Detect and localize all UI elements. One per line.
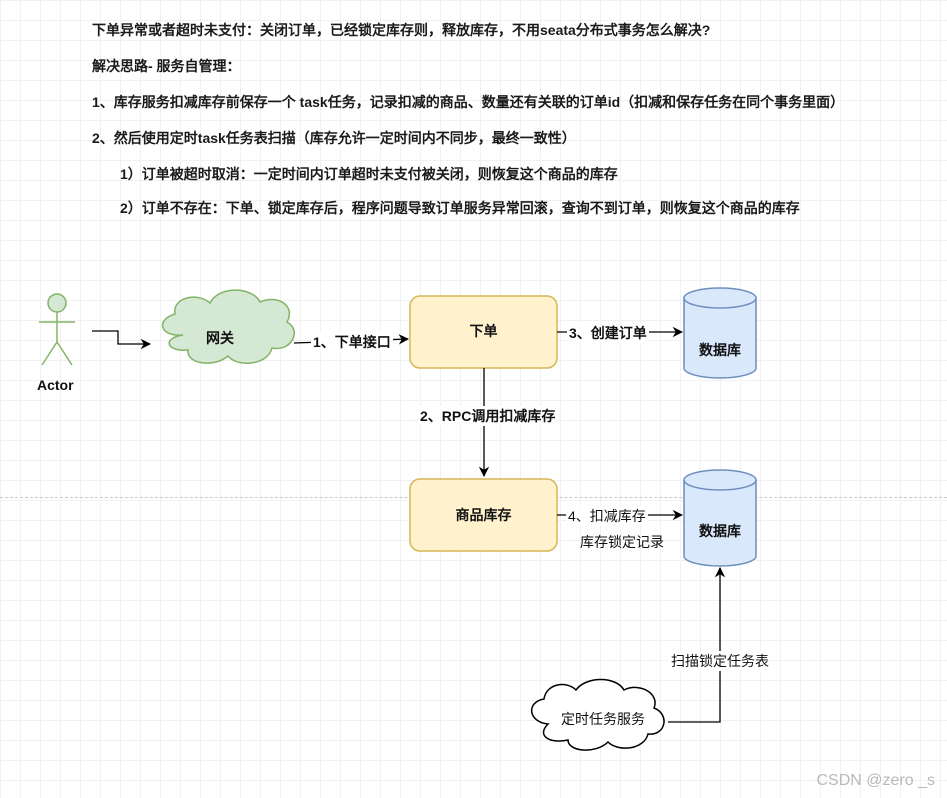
watermark: CSDN @zero _s [816, 772, 936, 789]
note-case-missing: 2）订单不存在：下单、锁定库存后，程序问题导致订单服务异常回滚，查询不到订单，则… [120, 200, 800, 216]
gateway-cloud [161, 289, 295, 364]
edge-label-scan-table: 扫描锁定任务表 [669, 651, 771, 671]
db-bottom-cylinder [683, 469, 757, 567]
scheduler-cloud [531, 678, 665, 751]
edge-actor-gateway [92, 330, 152, 350]
note-problem: 下单异常或者超时未支付：关闭订单，已经锁定库存则，释放库存，不用seata分布式… [92, 22, 711, 38]
note-case-timeout: 1）订单被超时取消：一定时间内订单超时未支付被关闭，则恢复这个商品的库存 [120, 166, 618, 182]
gateway-label: 网关 [206, 330, 234, 346]
edge-label-lock-record: 库存锁定记录 [580, 534, 664, 550]
edge-label-create-order: 3、创建订单 [567, 323, 649, 343]
inventory-label: 商品库存 [455, 507, 512, 523]
edge-scheduler-db [668, 566, 726, 723]
note-step-2: 2、然后使用定时task任务表扫描（库存允许一定时间内不同步，最终一致性） [92, 130, 576, 146]
actor-figure [39, 293, 75, 366]
edge-label-rpc-deduct: 2、RPC调用扣减库存 [418, 406, 558, 426]
note-approach: 解决思路- 服务自管理： [92, 58, 241, 74]
actor-label: Actor [37, 377, 74, 393]
db-bottom-label: 数据库 [699, 523, 741, 539]
edge-label-deduct-stock: 4、扣减库存 [566, 506, 648, 526]
edge-label-order-api: 1、下单接口 [311, 332, 393, 352]
db-top-cylinder [683, 287, 757, 379]
order-label: 下单 [469, 323, 498, 339]
note-step-1: 1、库存服务扣减库存前保存一个 task任务，记录扣减的商品、数量还有关联的订单… [92, 94, 845, 110]
db-top-label: 数据库 [699, 342, 741, 358]
scheduler-label: 定时任务服务 [561, 711, 645, 727]
